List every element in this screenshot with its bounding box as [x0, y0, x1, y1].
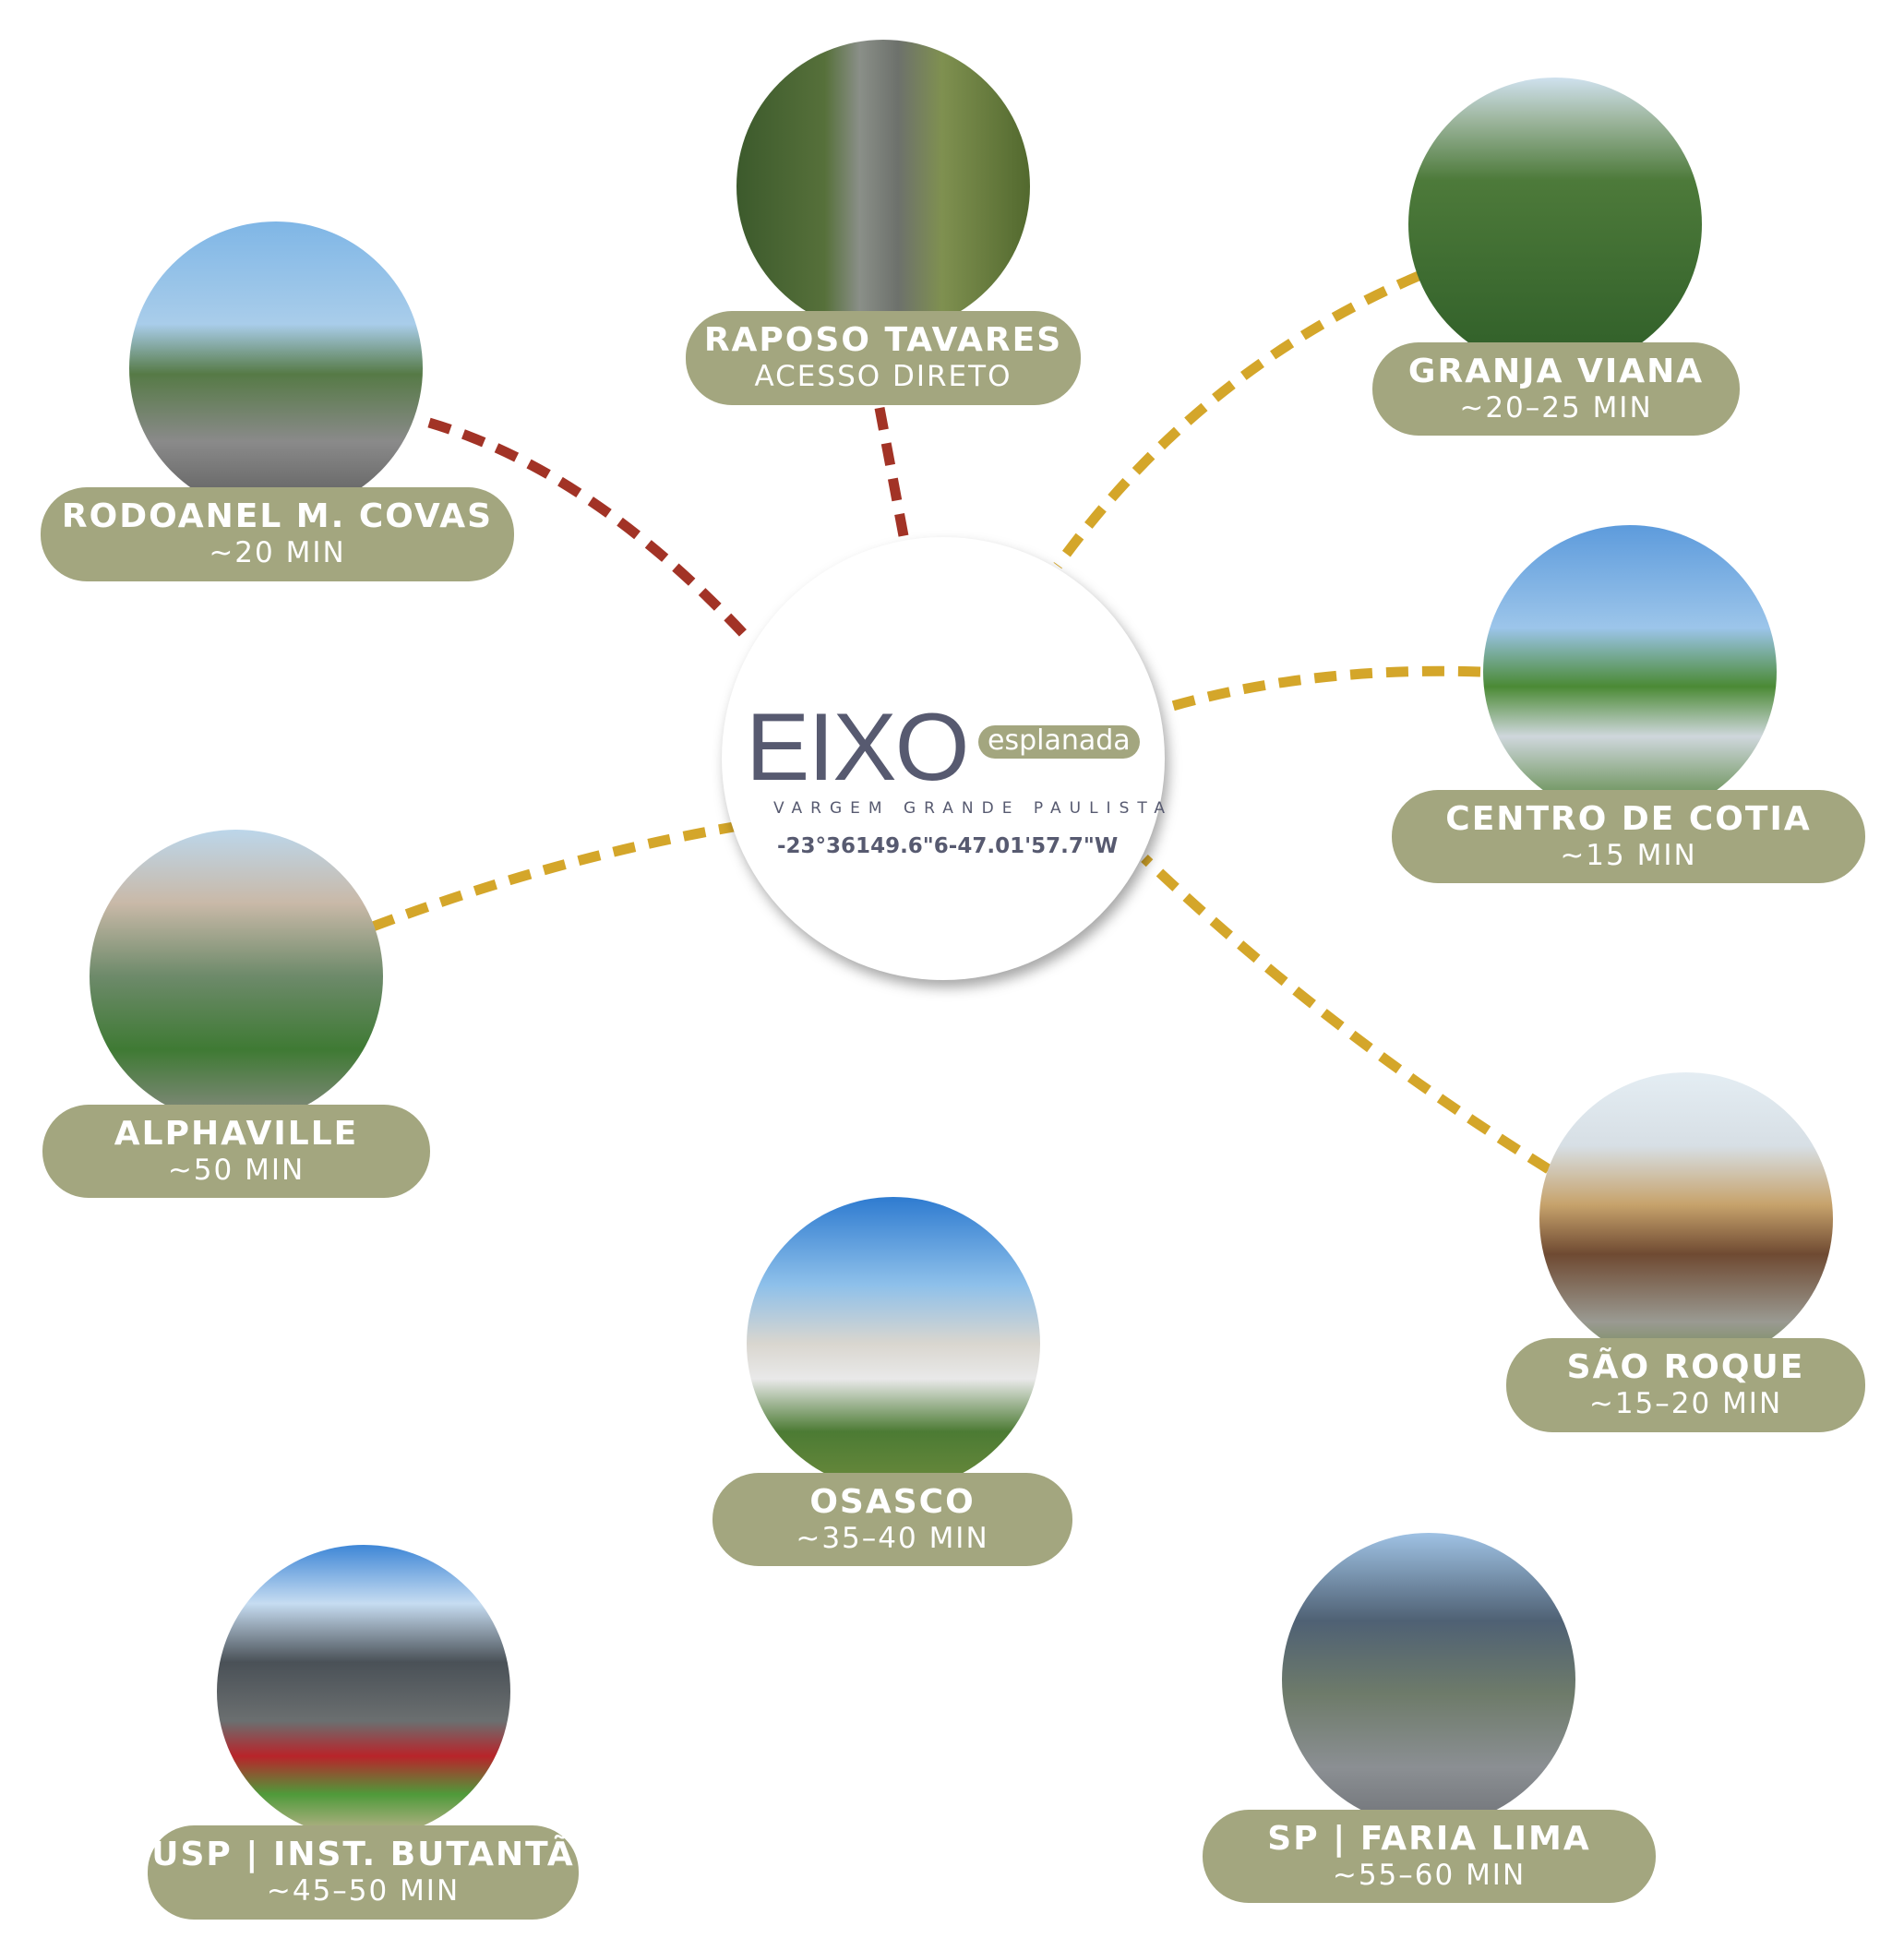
destination-faria-lima: SP | FARIA LIMA~55–60 MIN: [1203, 1810, 1656, 1903]
city-label: VARGEM GRANDE PAULISTA: [773, 799, 1174, 818]
destination-time: ~15 MIN: [1560, 838, 1697, 872]
destination-time: ~20–25 MIN: [1459, 390, 1653, 425]
photo-sao-roque: [1539, 1072, 1833, 1366]
photo-faria-lima: [1282, 1533, 1575, 1826]
destination-time: ~15–20 MIN: [1588, 1387, 1783, 1420]
destination-time: ~55–60 MIN: [1332, 1858, 1527, 1892]
destination-rodoanel: RODOANEL M. COVAS~20 MIN: [41, 487, 514, 581]
destination-time: ~35–40 MIN: [796, 1521, 989, 1555]
route-granja: [1053, 270, 1421, 569]
photo-granja-viana: [1408, 78, 1702, 371]
destination-time: ~20 MIN: [209, 536, 346, 569]
destination-alphaville: ALPHAVILLE~50 MIN: [42, 1105, 430, 1198]
logo-sub: esplanada: [978, 725, 1140, 759]
destination-name: SÃO ROQUE: [1566, 1348, 1805, 1386]
destination-sao-roque: SÃO ROQUE~15–20 MIN: [1506, 1338, 1865, 1432]
destination-name: USP | INST. BUTANTÃ: [151, 1836, 575, 1873]
destination-time: ~50 MIN: [167, 1153, 305, 1187]
photo-cotia: [1483, 525, 1777, 819]
destination-time: ACESSO DIRETO: [754, 360, 1012, 393]
photo-usp: [217, 1545, 510, 1838]
route-rodoanel: [427, 417, 748, 638]
photo-alphaville: [90, 830, 383, 1123]
destination-name: SP | FARIA LIMA: [1267, 1819, 1591, 1858]
destination-time: ~45–50 MIN: [266, 1874, 461, 1908]
destination-centro-cotia: CENTRO DE COTIA~15 MIN: [1392, 790, 1865, 883]
destination-name: CENTRO DE COTIA: [1445, 799, 1812, 838]
destination-granja-viana: GRANJA VIANA~20–25 MIN: [1372, 342, 1740, 436]
destination-name: RAPOSO TAVARES: [703, 321, 1063, 359]
center-logo-circle: [722, 537, 1165, 980]
photo-raposo-tavares: [736, 40, 1030, 333]
coordinates: -23°36149.6"6-47.01'57.7"W: [777, 834, 1119, 858]
photo-osasco: [747, 1197, 1040, 1490]
route-raposo: [874, 406, 910, 543]
route-sao-roque: [1141, 855, 1551, 1174]
route-cotia: [1168, 665, 1481, 712]
route-alphaville: [371, 821, 735, 932]
destination-name: OSASCO: [809, 1482, 976, 1521]
logo-main: EIXO: [746, 694, 970, 801]
destination-name: RODOANEL M. COVAS: [61, 497, 494, 535]
eixo-logo: EIXO esplanada: [746, 694, 1161, 801]
destination-name: GRANJA VIANA: [1407, 352, 1705, 390]
destination-usp: USP | INST. BUTANTÃ~45–50 MIN: [148, 1825, 579, 1920]
photo-rodoanel: [129, 221, 423, 515]
destination-name: ALPHAVILLE: [114, 1114, 359, 1153]
destination-osasco: OSASCO~35–40 MIN: [713, 1473, 1072, 1566]
